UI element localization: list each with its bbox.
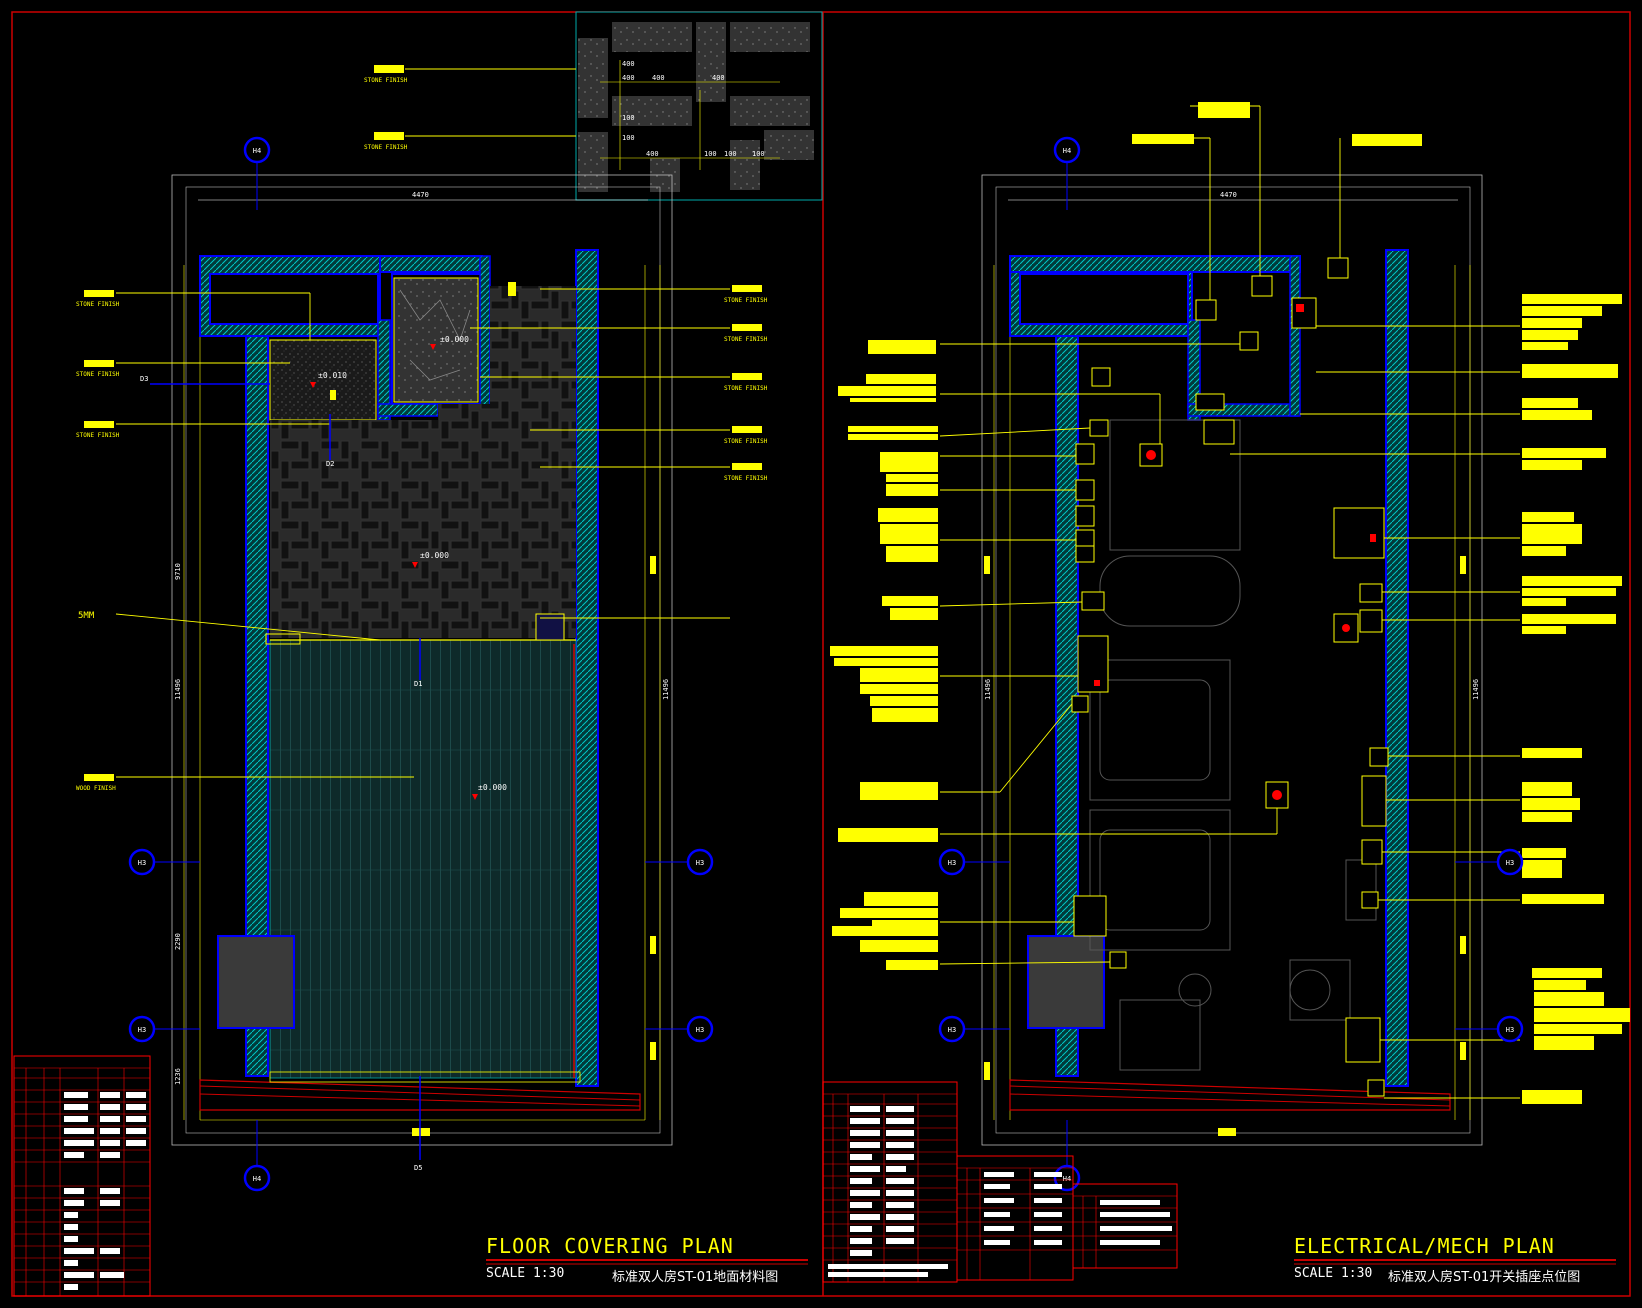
electrical-mech-plan: 4470 11496 11496 <box>822 102 1630 1283</box>
dimension-vertical: 1236 <box>174 1068 182 1085</box>
grid-bubble-label: H3 <box>948 859 956 867</box>
device-labels-right <box>1522 294 1630 1104</box>
dimension-vertical: 11496 <box>984 679 992 700</box>
stone-herringbone-floor <box>270 420 576 638</box>
callout-text: STONE FINISH <box>76 371 120 378</box>
detail-dim-labels: 400 400 400 400 400 100 100 100 100 100 <box>622 60 765 158</box>
detail-dim: 100 <box>752 150 765 158</box>
dimension-width: 4470 <box>1220 191 1237 199</box>
dimension-vertical: 2290 <box>174 933 182 950</box>
detail-dim: 100 <box>622 134 635 142</box>
callout-code: ST 08a <box>86 361 108 368</box>
legend-table-right <box>822 1081 1178 1283</box>
electrical-mech-plan-scale: SCALE 1:30 <box>1294 1266 1373 1281</box>
callout-text: STONE FINISH <box>724 336 768 343</box>
level-mark: ±0.000 <box>440 335 469 344</box>
callout-code: ST 06 <box>734 286 752 293</box>
callout-code: ST 05 <box>734 325 752 332</box>
wall-right <box>575 249 599 1087</box>
grid-bubble-label: H3 <box>1506 859 1514 867</box>
detail-dim: 400 <box>622 60 635 68</box>
grid-bubble-label: H3 <box>696 1026 704 1034</box>
grid-bubble-label: H3 <box>696 859 704 867</box>
callout-text: STONE FINISH <box>76 301 120 308</box>
grid-bubble-label: H3 <box>948 1026 956 1034</box>
grid-bubble-label: H3 <box>138 1026 146 1034</box>
detail-dim: 400 <box>622 74 635 82</box>
callout-text: WOOD FINISH <box>76 785 116 792</box>
callout-text: STONE FINISH <box>364 144 408 151</box>
callout-code: MT 08 <box>376 66 394 73</box>
grid-bubble-label: H4 <box>1063 147 1071 155</box>
floor-covering-plan-scale: SCALE 1:30 <box>486 1266 565 1281</box>
level-mark: ±0.000 <box>478 783 507 792</box>
level-mark: ±0.000 <box>420 551 449 560</box>
callout-code: ST 05 <box>734 374 752 381</box>
detail-dim: 400 <box>646 150 659 158</box>
detail-dim: 100 <box>622 114 635 122</box>
grid-bubble-label: H3 <box>138 859 146 867</box>
grid-bubble-label: H3 <box>1506 1026 1514 1034</box>
callout-text: STONE FINISH <box>724 385 768 392</box>
callout-text: STONE FINISH <box>724 475 768 482</box>
column <box>217 935 295 1029</box>
section-tag: D5 <box>414 1164 422 1172</box>
electrical-mech-plan-title: ELECTRICAL/MECH PLAN <box>1294 1234 1555 1258</box>
dimension-width: 4470 <box>412 191 429 199</box>
dimension-vertical: 11496 <box>1472 679 1480 700</box>
legend-table-left <box>13 1055 151 1297</box>
right-callouts <box>470 288 730 619</box>
detail-dim: 100 <box>704 150 717 158</box>
floor-covering-plan: 400 400 400 400 400 100 100 100 100 100 … <box>13 11 823 1297</box>
section-tag: D2 <box>326 460 334 468</box>
dimension-vertical: 11496 <box>662 679 670 700</box>
grid-bubble-label: H4 <box>1063 1175 1071 1183</box>
wood-floor <box>269 639 577 1079</box>
grid-bubble-label: H4 <box>253 147 261 155</box>
callout-code: ST 05 <box>734 427 752 434</box>
dimension-vertical: 11496 <box>174 679 182 700</box>
left-callouts <box>115 292 414 778</box>
top-callouts <box>374 65 576 140</box>
callout-code: ST 08 <box>376 133 394 140</box>
callout-code: ST 08 <box>86 422 104 429</box>
device-labels-left <box>830 102 1422 970</box>
callout-code: ST 08 <box>86 291 104 298</box>
level-mark: ±0.010 <box>318 371 347 380</box>
floor-covering-plan-subtitle: 标准双人房ST-01地面材料图 <box>612 1270 779 1285</box>
callout-text: STONE FINISH <box>724 297 768 304</box>
wall-left <box>245 335 269 1077</box>
callout-text: STONE FINISH <box>76 432 120 439</box>
callout-text: STONE FINISH <box>724 438 768 445</box>
detail-dim: 400 <box>652 74 665 82</box>
stone-pattern-detail <box>575 11 823 201</box>
grid-bubble-label: H4 <box>253 1175 261 1183</box>
dimension-vertical: 9710 <box>174 563 182 580</box>
callout-code: ST 05 <box>734 464 752 471</box>
callout-code: WD 02 <box>86 775 104 782</box>
floor-covering-plan-title: FLOOR COVERING PLAN <box>486 1234 734 1258</box>
detail-dim: 100 <box>724 150 737 158</box>
note-5mm: 5MM <box>78 611 95 621</box>
electrical-mech-plan-subtitle: 标准双人房ST-01开关插座点位图 <box>1388 1270 1581 1285</box>
callout-text: STONE FINISH <box>364 77 408 84</box>
section-tag: D3 <box>140 375 148 383</box>
detail-dim: 400 <box>712 74 725 82</box>
section-tag: D1 <box>414 680 422 688</box>
